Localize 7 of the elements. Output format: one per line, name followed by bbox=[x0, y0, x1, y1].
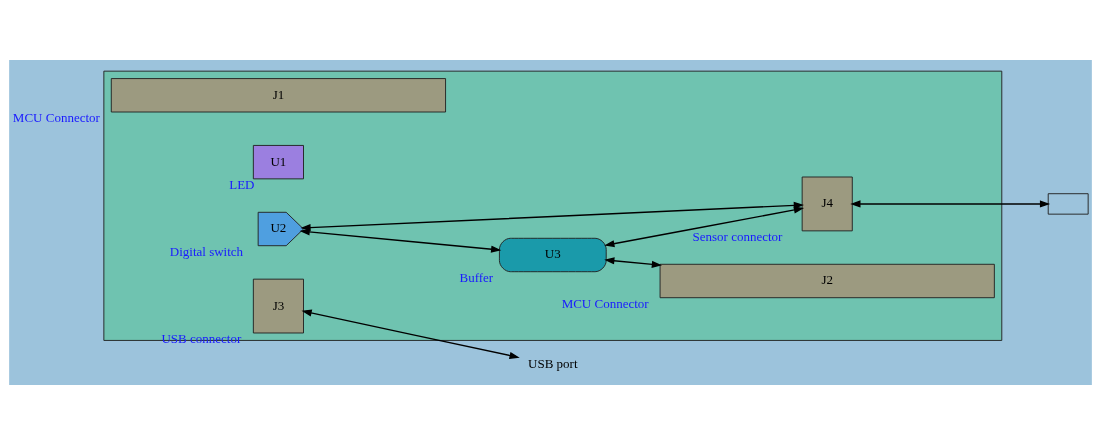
node-label: Digital switch bbox=[169, 244, 244, 260]
node-label: Buffer bbox=[459, 270, 494, 286]
node-label: MCU Connector bbox=[561, 296, 649, 312]
node-label: MCU Connector bbox=[12, 110, 100, 126]
node-label: LED bbox=[229, 177, 255, 193]
node-label: Sensor connector bbox=[692, 229, 783, 245]
node-text: USB port bbox=[528, 356, 578, 372]
